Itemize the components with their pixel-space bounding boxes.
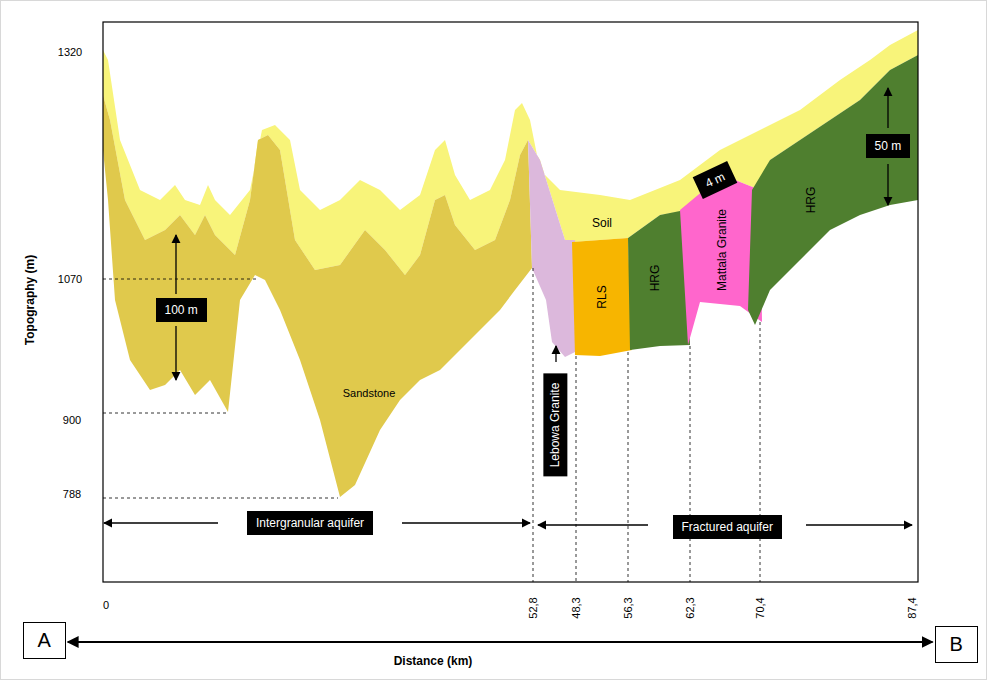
axis-tick: 48,3 [570,597,582,618]
axis-tick: 70,4 [754,597,766,618]
unit-label: HRG [804,187,818,214]
axis-tick: 1070 [58,273,82,285]
box-text: 100 m [165,303,198,317]
unit-label: Sandstone [343,387,396,399]
axis-tick: 56,3 [622,597,634,618]
axis-tick: 52,8 [527,597,539,618]
unit-label: RLS [595,285,609,308]
endpoint-box: B [935,626,978,663]
box-text: 50 m [875,139,902,153]
axis-tick: 788 [63,488,81,500]
box-text: B [950,633,963,656]
box-text: Intergranular aquifer [256,516,364,530]
endpoint-box: A [23,622,66,659]
axis-tick: 0 [103,599,109,611]
axis-tick: 62,3 [684,597,696,618]
unit-label: Mattala Granite [715,209,729,291]
aquifer-box: Intergranular aquifer [247,511,373,535]
box-text: A [38,629,51,652]
axis-tick: 1320 [58,46,82,58]
unit-label: Soil [592,216,612,230]
distance-arrow [68,641,933,643]
axis-title: Distance (km) [394,654,473,668]
axis-title: Topography (m) [23,255,37,345]
box-text: Fractured aquifer [682,520,773,534]
aquifer-box: Fractured aquifer [673,515,782,539]
axis-tick: 87,4 [906,597,918,618]
dimension-box: 50 m [866,134,911,158]
box-text: Lebowa Granite [548,383,562,468]
dimension-box: 100 m [156,298,207,322]
unit-label-box: Lebowa Granite [543,374,567,477]
unit-label: HRG [648,265,662,292]
box-text: 4 m [703,169,727,190]
axis-tick: 900 [63,414,81,426]
